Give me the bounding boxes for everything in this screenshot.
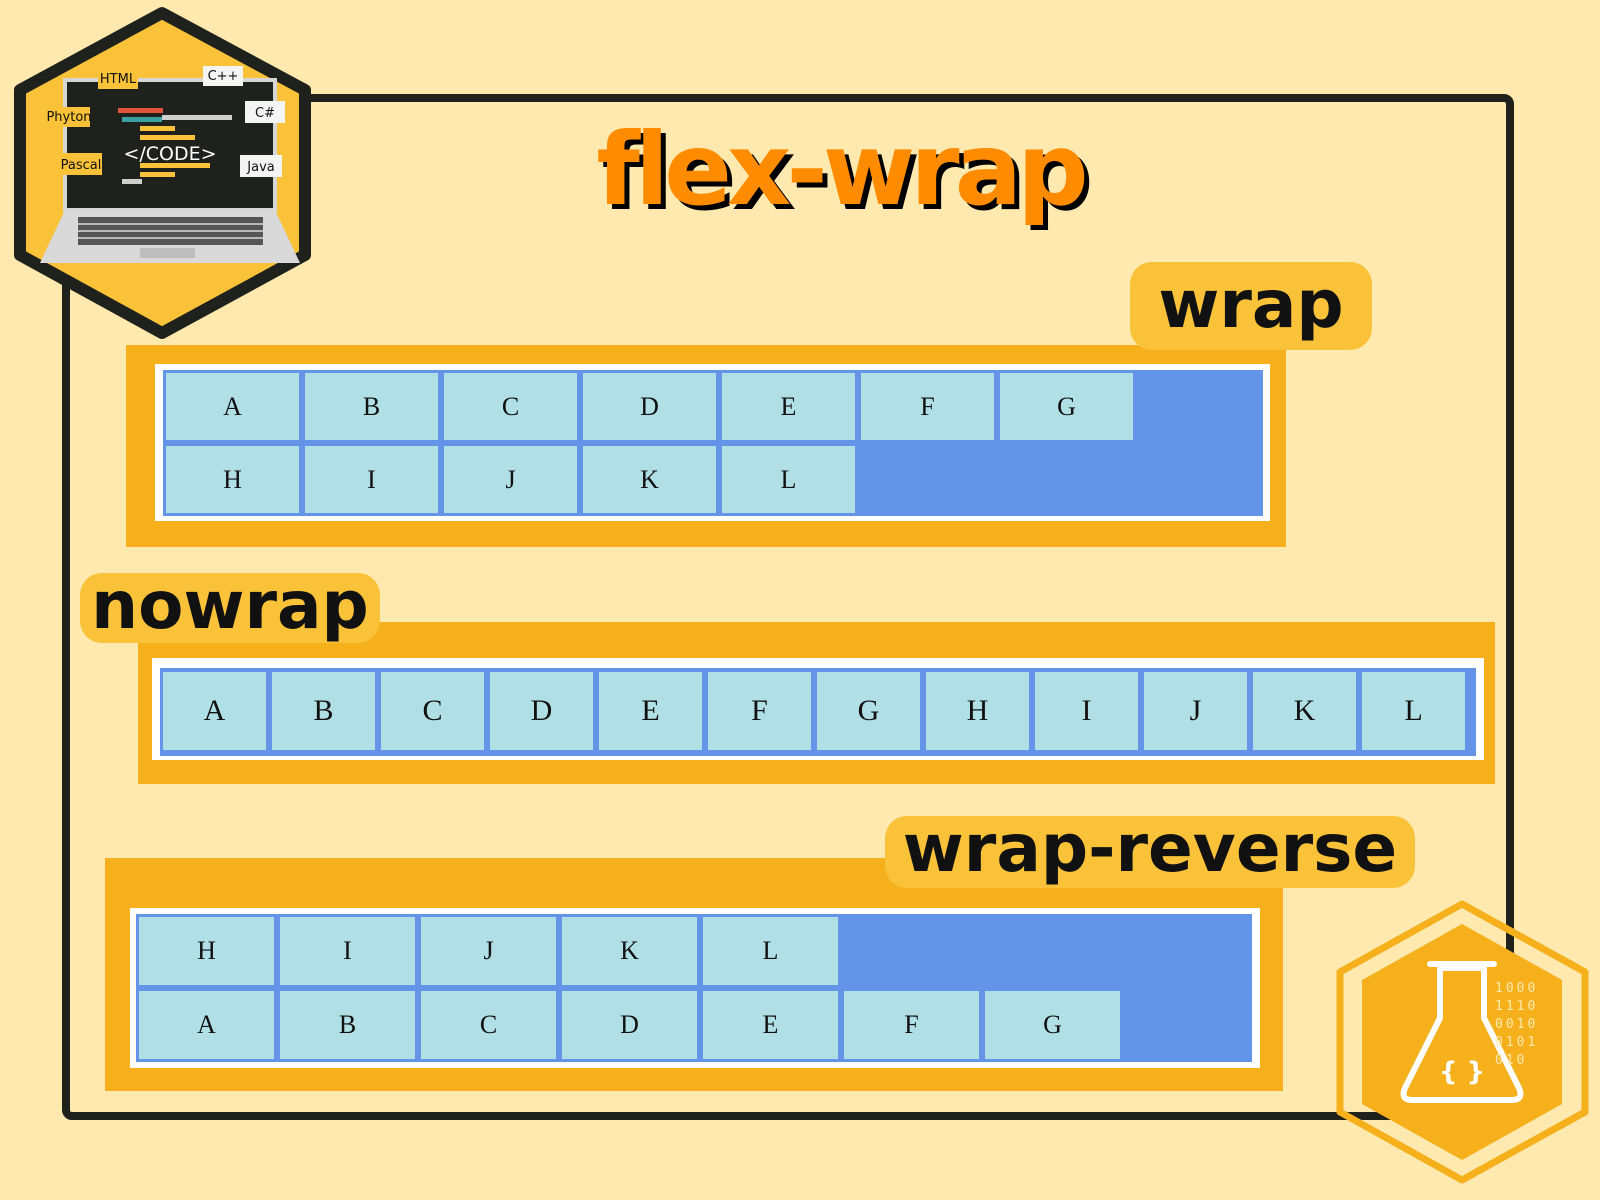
flex-item-j: J: [1141, 669, 1250, 753]
flex-item-d: D: [487, 669, 596, 753]
flex-item-c: C: [378, 669, 487, 753]
binary-line-2: 1110: [1495, 999, 1538, 1014]
flex-item-i: I: [277, 914, 418, 988]
flex-item-h: H: [923, 669, 1032, 753]
lang-html: HTML: [100, 72, 137, 87]
flex-item-c: C: [418, 988, 559, 1062]
lang-cpp: C++: [208, 69, 239, 84]
flex-item-l: L: [719, 443, 858, 516]
flex-item-b: B: [302, 370, 441, 443]
nowrap-label: nowrap: [80, 573, 380, 643]
flex-item-a: A: [163, 370, 302, 443]
lang-csharp: C#: [255, 106, 275, 121]
laptop-screen-text: </CODE>: [123, 143, 216, 165]
flex-item-h: H: [163, 443, 302, 516]
flex-item-f: F: [858, 370, 997, 443]
flex-item-a: A: [160, 669, 269, 753]
content-frame: [62, 94, 1514, 1120]
flex-item-j: J: [418, 914, 559, 988]
flex-item-j: J: [441, 443, 580, 516]
flex-item-i: I: [302, 443, 441, 516]
flex-item-h: H: [136, 914, 277, 988]
flex-item-g: G: [997, 370, 1136, 443]
flex-item-f: F: [841, 988, 982, 1062]
flex-item-g: G: [982, 988, 1123, 1062]
lang-pascal: Pascal: [61, 158, 102, 173]
page-title: flex-wrap: [596, 111, 1088, 228]
flex-item-b: B: [277, 988, 418, 1062]
flex-item-i: I: [1032, 669, 1141, 753]
flex-item-c: C: [441, 370, 580, 443]
laptop-code-logo: </CODE> HTML C++ Phyton C# Pascal Java: [14, 7, 311, 339]
flex-item-g: G: [814, 669, 923, 753]
lang-phyton: Phyton: [46, 110, 91, 125]
flask-code-logo: { } 1000 1110 0010 0101 010: [1336, 900, 1589, 1184]
flex-item-e: E: [596, 669, 705, 753]
flex-item-a: A: [136, 988, 277, 1062]
flex-item-f: F: [705, 669, 814, 753]
wrap-reverse-label: wrap-reverse: [885, 816, 1415, 888]
binary-line-3: 0010: [1495, 1017, 1538, 1032]
binary-line-1: 1000: [1495, 981, 1538, 996]
flask-braces: { }: [1439, 1057, 1485, 1087]
flex-item-l: L: [1359, 669, 1468, 753]
flex-item-k: K: [1250, 669, 1359, 753]
binary-line-4: 0101: [1495, 1035, 1538, 1050]
binary-line-5: 010: [1495, 1053, 1527, 1068]
flex-item-k: K: [559, 914, 700, 988]
flex-item-l: L: [700, 914, 841, 988]
lang-java: Java: [246, 160, 274, 175]
flex-item-e: E: [719, 370, 858, 443]
wrap-label: wrap: [1130, 262, 1372, 350]
flex-item-k: K: [580, 443, 719, 516]
flex-item-b: B: [269, 669, 378, 753]
flex-item-d: D: [580, 370, 719, 443]
flex-item-d: D: [559, 988, 700, 1062]
flex-item-e: E: [700, 988, 841, 1062]
